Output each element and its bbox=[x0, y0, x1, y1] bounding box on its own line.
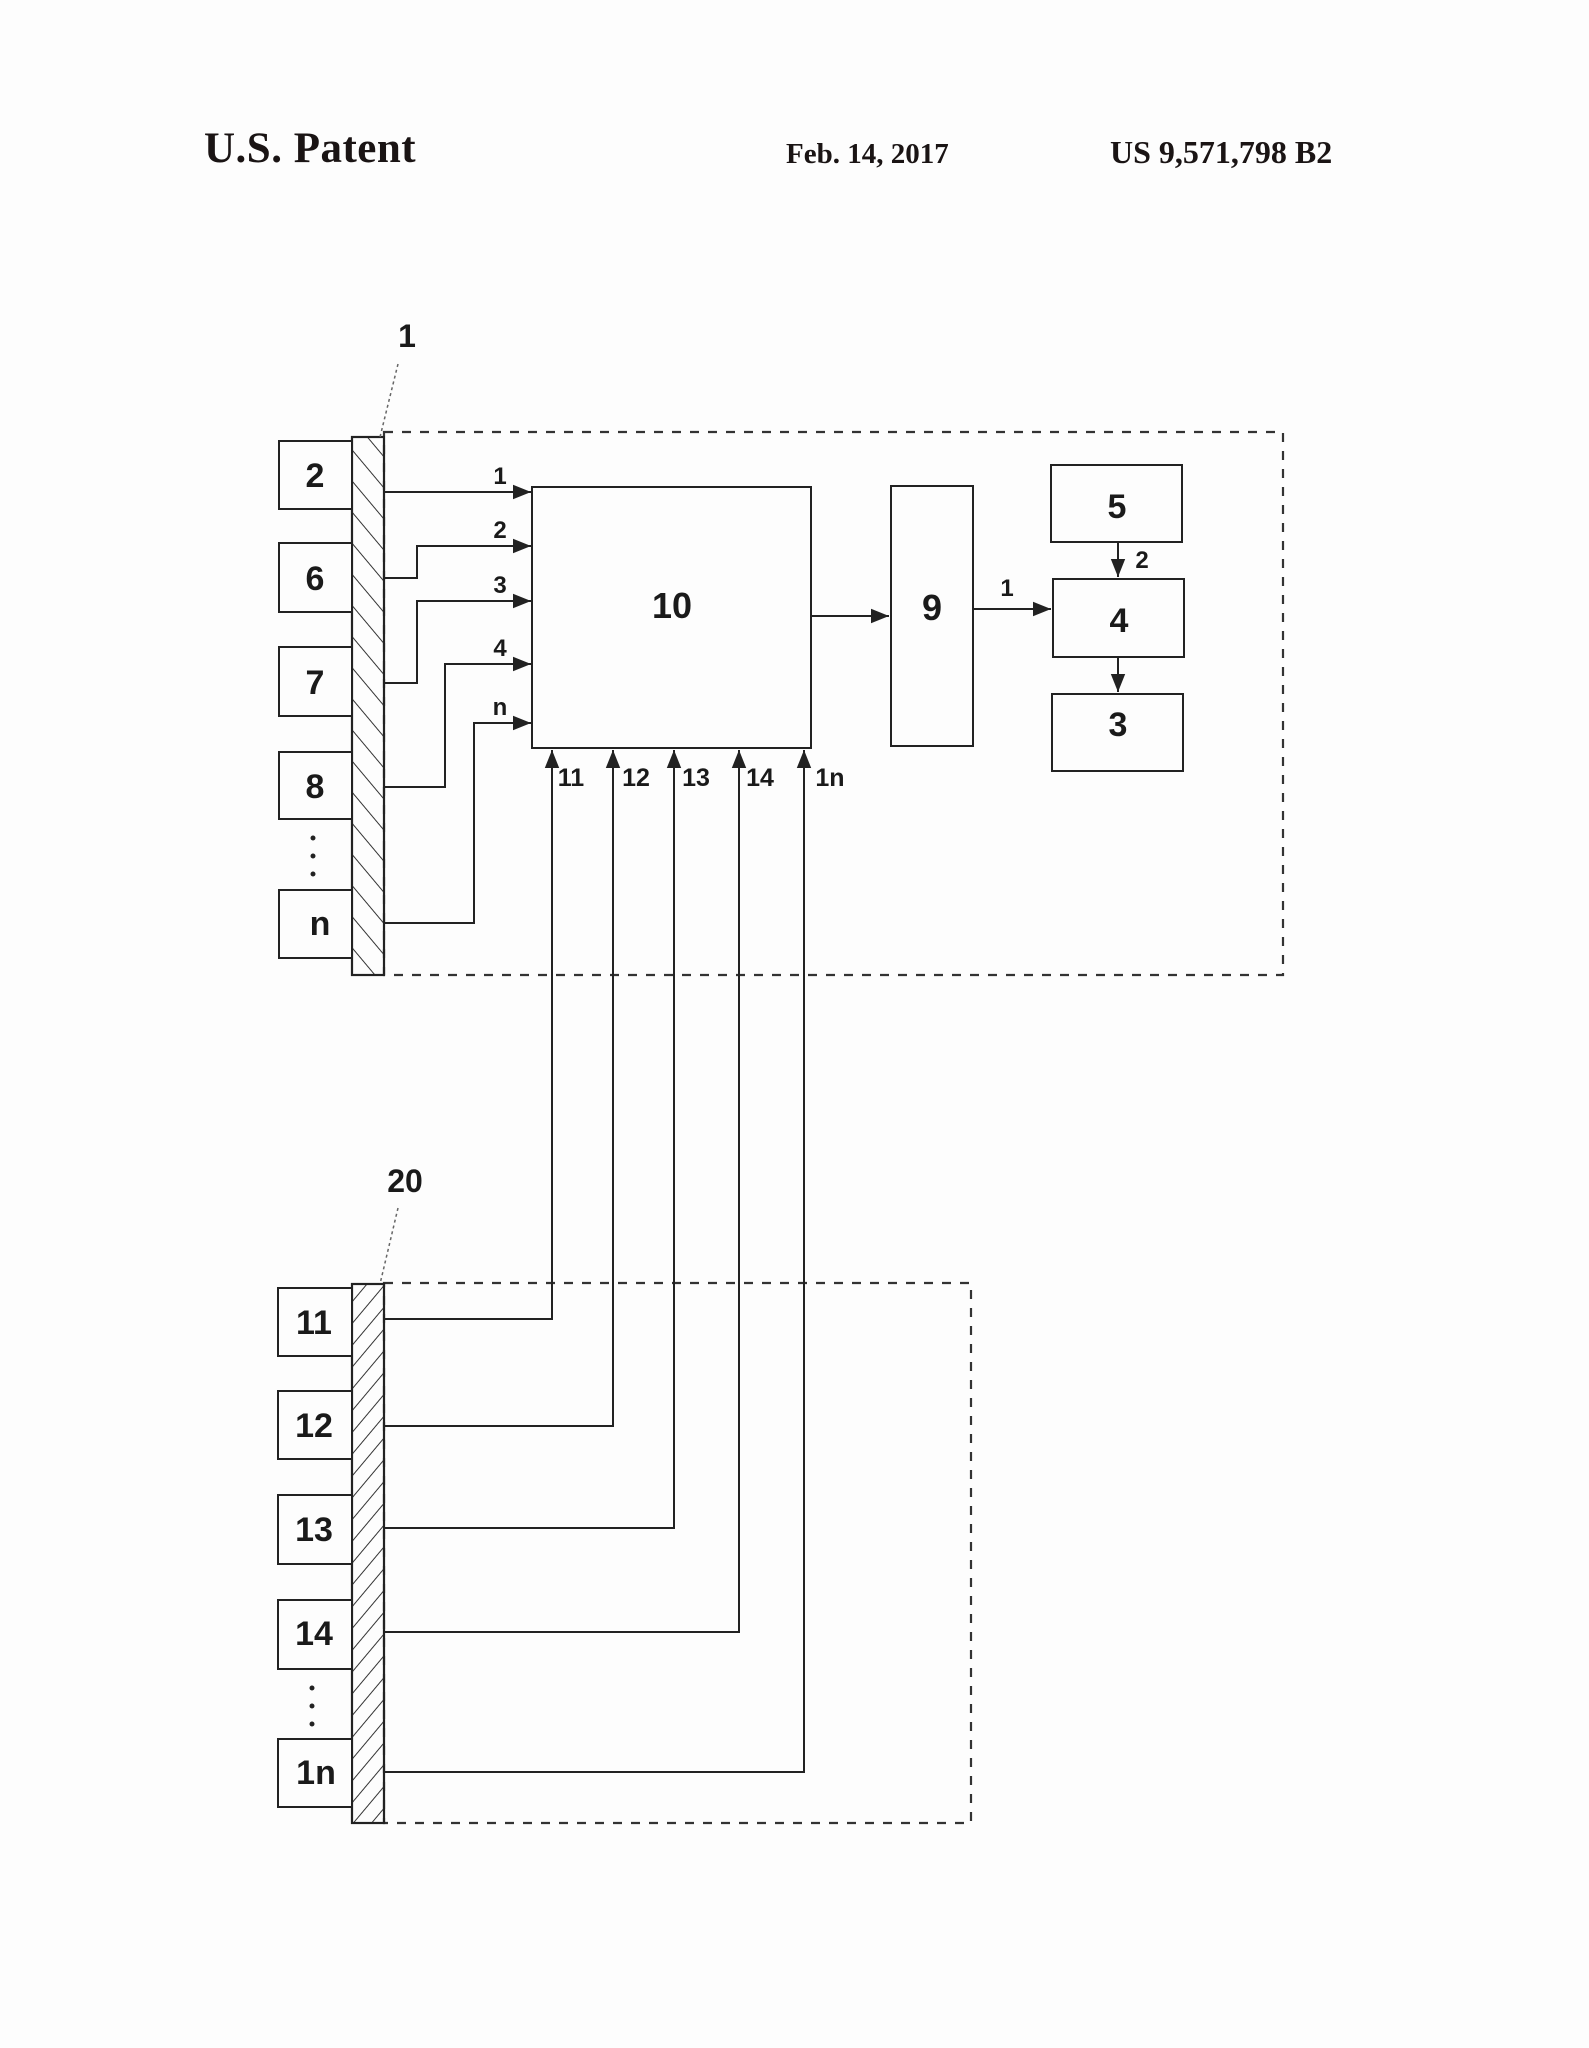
bottom-input-label-12: 12 bbox=[622, 764, 650, 792]
block-4-label: 4 bbox=[1110, 602, 1129, 640]
wire-input-12 bbox=[384, 750, 621, 1427]
sensor-box-13: 13 bbox=[277, 1494, 353, 1565]
sensor-box-2: 2 bbox=[278, 440, 353, 510]
wire-input-4 bbox=[384, 656, 531, 788]
block-5-label: 5 bbox=[1108, 488, 1127, 526]
bottom-input-label-13: 13 bbox=[682, 764, 710, 792]
sensor-box-8: 8 bbox=[278, 751, 353, 820]
processing-block-10: 10 bbox=[531, 486, 812, 749]
lower-housing-outline bbox=[382, 1281, 973, 1825]
sensor-box-14-label: 14 bbox=[295, 1615, 333, 1653]
patent-number: US 9,571,798 B2 bbox=[1110, 134, 1333, 170]
block-10-label: 10 bbox=[652, 585, 692, 626]
sensor-box-11: 11 bbox=[277, 1287, 353, 1357]
connector-1-leader bbox=[379, 363, 399, 438]
bottom-input-label-1n: 1n bbox=[815, 764, 844, 792]
sensor-box-n: n bbox=[278, 889, 353, 959]
sensor-box-13-label: 13 bbox=[295, 1511, 333, 1549]
sensor-box-12: 12 bbox=[277, 1390, 353, 1460]
connector-20-label: 20 bbox=[387, 1163, 423, 1199]
sensor-box-1n-label: 1n bbox=[296, 1754, 336, 1792]
input-label-3: 3 bbox=[493, 572, 506, 599]
block-3-label: 3 bbox=[1109, 706, 1128, 744]
connector-20-leader bbox=[379, 1207, 399, 1285]
wire-9-to-4-label: 1 bbox=[1000, 575, 1013, 602]
block-5: 5 bbox=[1050, 464, 1183, 543]
wire-input-3 bbox=[384, 593, 531, 684]
wire-input-n bbox=[384, 715, 531, 924]
patent-header-title: U.S. Patent bbox=[204, 125, 417, 172]
sensor-box-8-label: 8 bbox=[306, 768, 325, 806]
sensor-box-7: 7 bbox=[278, 646, 353, 717]
lower-connector-strip bbox=[350, 1282, 386, 1825]
input-label-n: n bbox=[493, 694, 508, 721]
sensor-box-12-label: 12 bbox=[295, 1407, 333, 1445]
wire-input-13 bbox=[384, 750, 682, 1529]
patent-date: Feb. 14, 2017 bbox=[786, 138, 949, 170]
bottom-input-label-14: 14 bbox=[746, 764, 774, 792]
block-4: 4 bbox=[1052, 578, 1185, 658]
sensor-box-n-label: n bbox=[310, 905, 331, 943]
wire-input-2 bbox=[384, 538, 531, 579]
wire-5-to-4-label: 2 bbox=[1135, 547, 1148, 574]
sensor-box-14: 14 bbox=[277, 1599, 353, 1670]
input-label-1: 1 bbox=[493, 463, 506, 490]
input-label-2: 2 bbox=[493, 517, 506, 544]
sensor-box-2-label: 2 bbox=[306, 457, 325, 495]
ellipsis-upper bbox=[310, 835, 316, 877]
bottom-input-label-11: 11 bbox=[558, 764, 585, 792]
wire-input-1n bbox=[384, 750, 812, 1773]
block-9-label: 9 bbox=[922, 587, 942, 628]
ellipsis-lower bbox=[309, 1685, 315, 1727]
block-3: 3 bbox=[1051, 693, 1184, 772]
wire-input-14 bbox=[384, 750, 747, 1633]
sensor-box-6-label: 6 bbox=[306, 560, 325, 598]
block-9: 9 bbox=[890, 485, 974, 747]
sensor-box-6: 6 bbox=[278, 542, 353, 613]
sensor-box-7-label: 7 bbox=[306, 664, 325, 702]
sensor-box-11-label: 11 bbox=[296, 1304, 332, 1342]
upper-connector-strip bbox=[350, 435, 386, 977]
input-label-4: 4 bbox=[493, 635, 507, 662]
connector-1-label: 1 bbox=[398, 318, 416, 354]
sensor-box-1n: 1n bbox=[277, 1738, 353, 1808]
wire-input-11 bbox=[384, 750, 560, 1320]
